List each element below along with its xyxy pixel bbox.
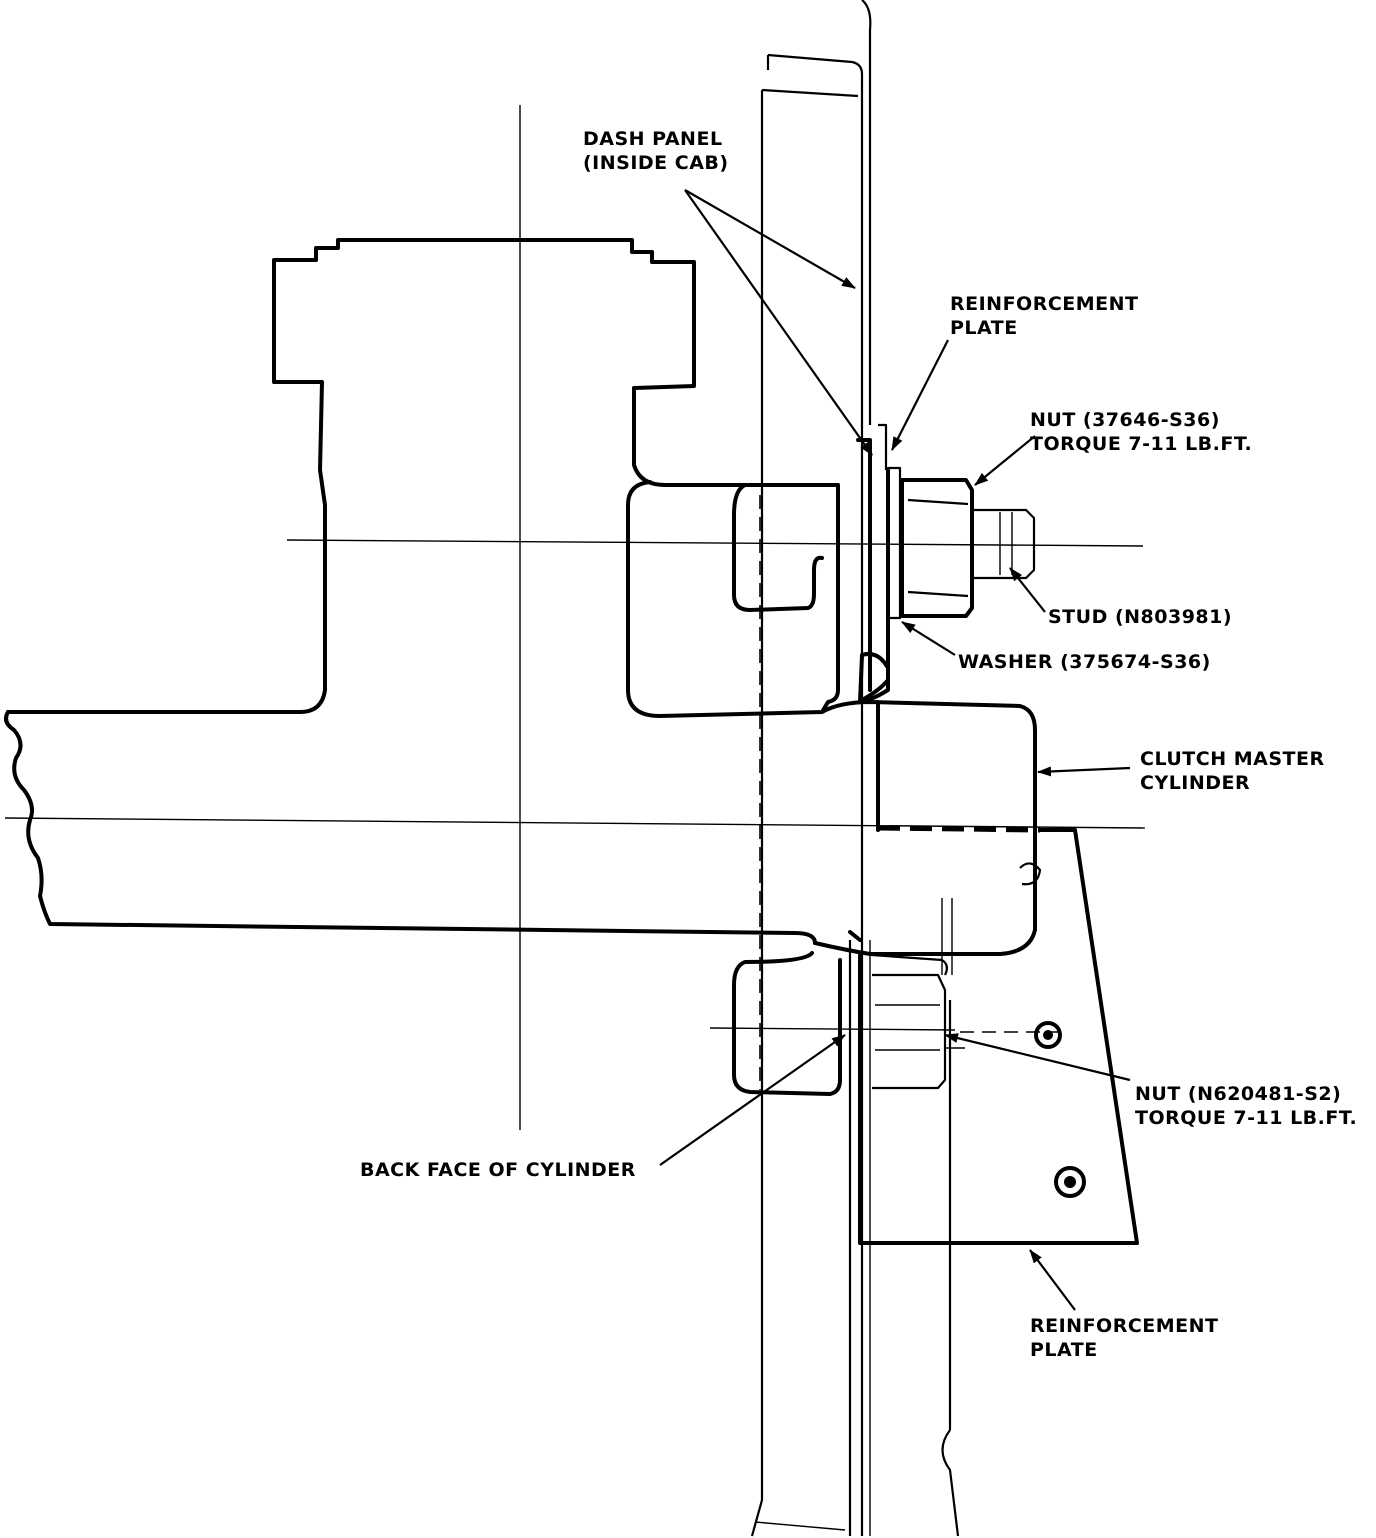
reinforcement-plate-bottom-label: REINFORCEMENT PLATE [1030, 1314, 1219, 1362]
dash-panel [750, 0, 960, 1537]
dash-panel-label: DASH PANEL (INSIDE CAB) [583, 127, 729, 175]
clutch-master-cylinder-line2: CYLINDER [1140, 772, 1251, 794]
back-face-text: BACK FACE OF CYLINDER [360, 1159, 636, 1181]
dash-panel-label-line2: (INSIDE CAB) [583, 152, 729, 174]
nut-lower-torque: TORQUE 7-11 LB.FT. [1135, 1107, 1358, 1129]
cylinder-body [4, 238, 1042, 1096]
washer-part-number: WASHER (375674-S36) [958, 651, 1211, 673]
back-face-label: BACK FACE OF CYLINDER [360, 1158, 636, 1182]
clutch-master-cylinder-line1: CLUTCH MASTER [1140, 748, 1325, 770]
reinforcement-plate-top-line1: REINFORCEMENT [950, 293, 1139, 315]
reinforcement-plate-top-line2: PLATE [950, 317, 1018, 339]
reinforcement-plate-top-label: REINFORCEMENT PLATE [950, 292, 1139, 340]
nut-upper-torque: TORQUE 7-11 LB.FT. [1030, 433, 1253, 455]
nut-upper-part-number: NUT (37646-S36) [1030, 409, 1220, 431]
stud-label: STUD (N803981) [1048, 605, 1232, 629]
washer-label: WASHER (375674-S36) [958, 650, 1211, 674]
leader-arrows [659, 189, 1131, 1311]
dash-panel-label-line1: DASH PANEL [583, 128, 723, 150]
reinforcement-plate-bottom-line1: REINFORCEMENT [1030, 1315, 1219, 1337]
center-lines [4, 105, 1146, 1130]
lower-reinforcement-plate [858, 828, 1139, 1245]
clutch-master-cylinder-label: CLUTCH MASTER CYLINDER [1140, 747, 1325, 795]
nut-lower-part-number: NUT (N620481-S2) [1135, 1083, 1342, 1105]
nut-upper-label: NUT (37646-S36) TORQUE 7-11 LB.FT. [1030, 408, 1252, 456]
nut-lower-label: NUT (N620481-S2) TORQUE 7-11 LB.FT. [1135, 1082, 1357, 1130]
reinforcement-plate-bottom-line2: PLATE [1030, 1339, 1098, 1361]
stud-part-number: STUD (N803981) [1048, 606, 1233, 628]
